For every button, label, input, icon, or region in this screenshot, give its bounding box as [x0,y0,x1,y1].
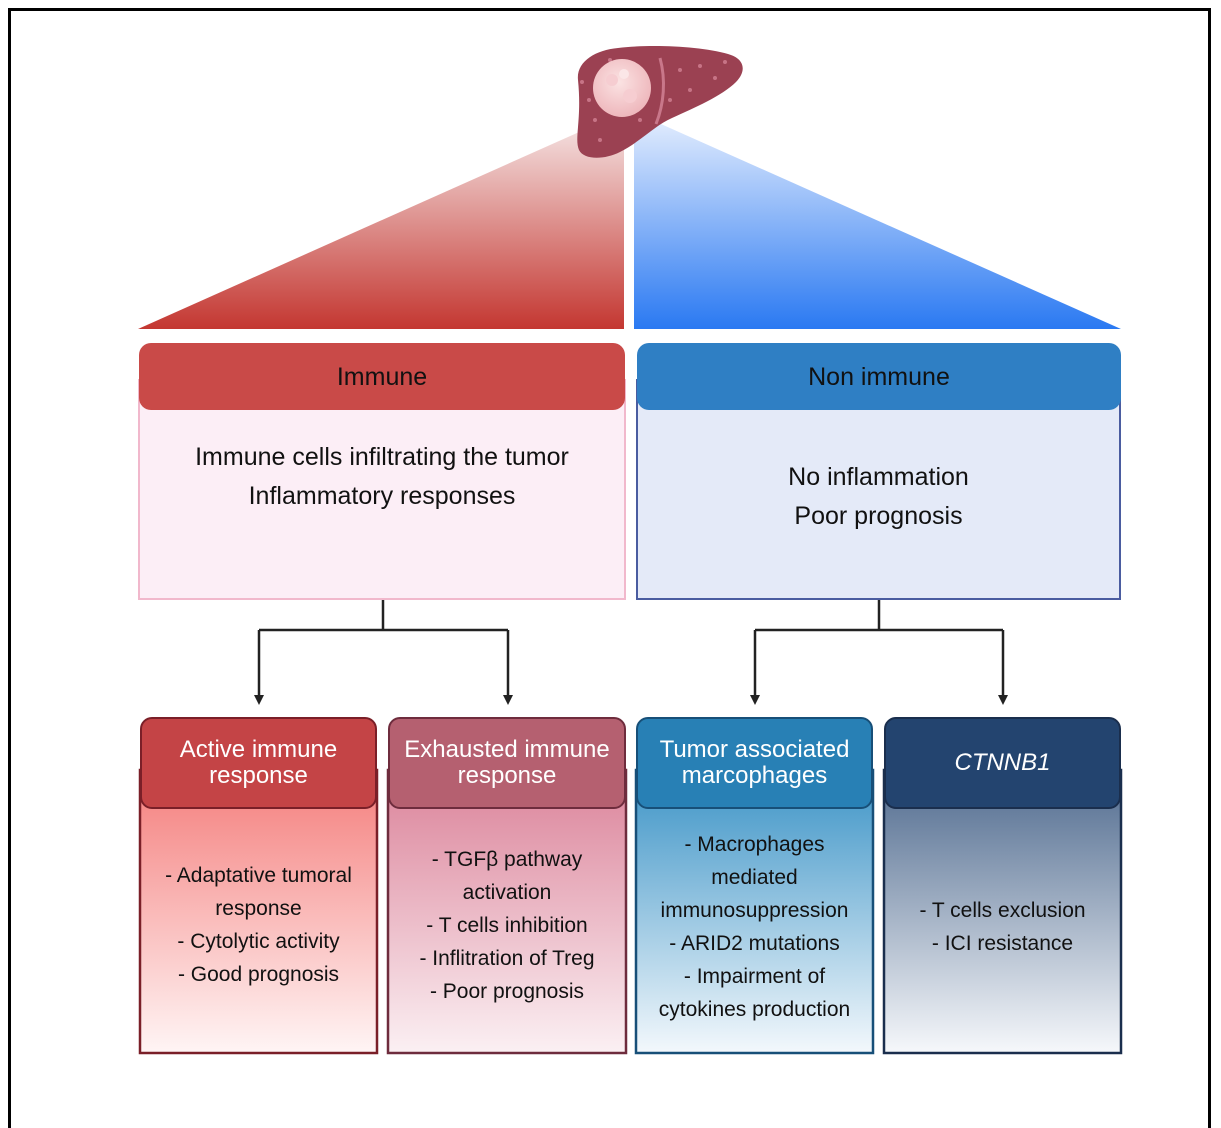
tam-list: - Macrophages mediated immunosuppression… [636,822,873,1032]
immune-line: Inflammatory responses [248,482,516,510]
tam-title-line: Tumor associated [659,736,850,763]
immune-title: Immune [336,362,428,391]
list-item: - Impairment of [683,965,826,988]
exhausted-immune-header: Exhausted immune response [388,717,626,809]
non-immune-line: No inflammation [788,463,969,491]
immune-fan [138,112,624,329]
tam-header: Tumor associated marcophages [636,717,873,809]
non-immune-line: Poor prognosis [794,502,963,530]
exhausted-body [386,768,628,1055]
active-title-line: Active immune [179,736,338,763]
list-item: - Macrophages [684,833,825,856]
list-item: - T cells exclusion [919,899,1086,922]
immune-body [138,379,626,600]
list-item: - TGFβ pathway [431,847,583,871]
list-item: mediated [711,866,798,889]
non-immune-body [636,379,1121,600]
immune-header: Immune [139,343,625,410]
tam-body [634,768,875,1055]
exhausted-immune-list: - TGFβ pathway activation - T cells inhi… [388,830,626,1020]
ctnnb1-body [882,768,1123,1055]
list-item: - Inflitration of Treg [419,946,595,970]
list-item: - T cells inhibition [426,913,588,937]
exhausted-title-line: response [457,762,557,789]
ctnnb1-header: CTNNB1 [884,717,1121,809]
list-item: immunosuppression [660,899,849,922]
ctnnb1-list: - T cells exclusion - ICI resistance [884,892,1121,962]
list-item: cytokines production [658,998,851,1021]
non-immune-header: Non immune [637,343,1121,410]
non-immune-connectors [750,600,1008,705]
list-item: - ICI resistance [931,932,1074,955]
tam-title-line: marcophages [681,762,828,789]
liver-tumor-icon [577,46,743,158]
non-immune-fan [634,112,1121,329]
immune-line: Immune cells infiltrating the tumor [195,443,569,471]
non-immune-title: Non immune [808,362,950,391]
list-item: - Adaptative tumoral [165,864,352,887]
list-item: - ARID2 mutations [669,932,840,955]
active-immune-header: Active immune response [140,717,377,809]
list-item: response [215,897,302,920]
exhausted-title-line: Exhausted immune [404,736,610,763]
list-item: activation [462,880,552,904]
list-item: - Good prognosis [177,963,340,986]
active-body [138,768,379,1055]
list-item: - Poor prognosis [429,979,585,1003]
immune-connectors [254,600,513,705]
non-immune-description: No inflammation Poor prognosis [637,452,1120,542]
active-immune-list: - Adaptative tumoral response - Cytolyti… [140,820,377,1030]
ctnnb1-title: CTNNB1 [954,749,1051,776]
figure-frame [8,8,1211,1128]
active-title-line: response [209,762,308,789]
list-item: - Cytolytic activity [177,930,340,953]
immune-description: Immune cells infiltrating the tumor Infl… [139,432,625,522]
